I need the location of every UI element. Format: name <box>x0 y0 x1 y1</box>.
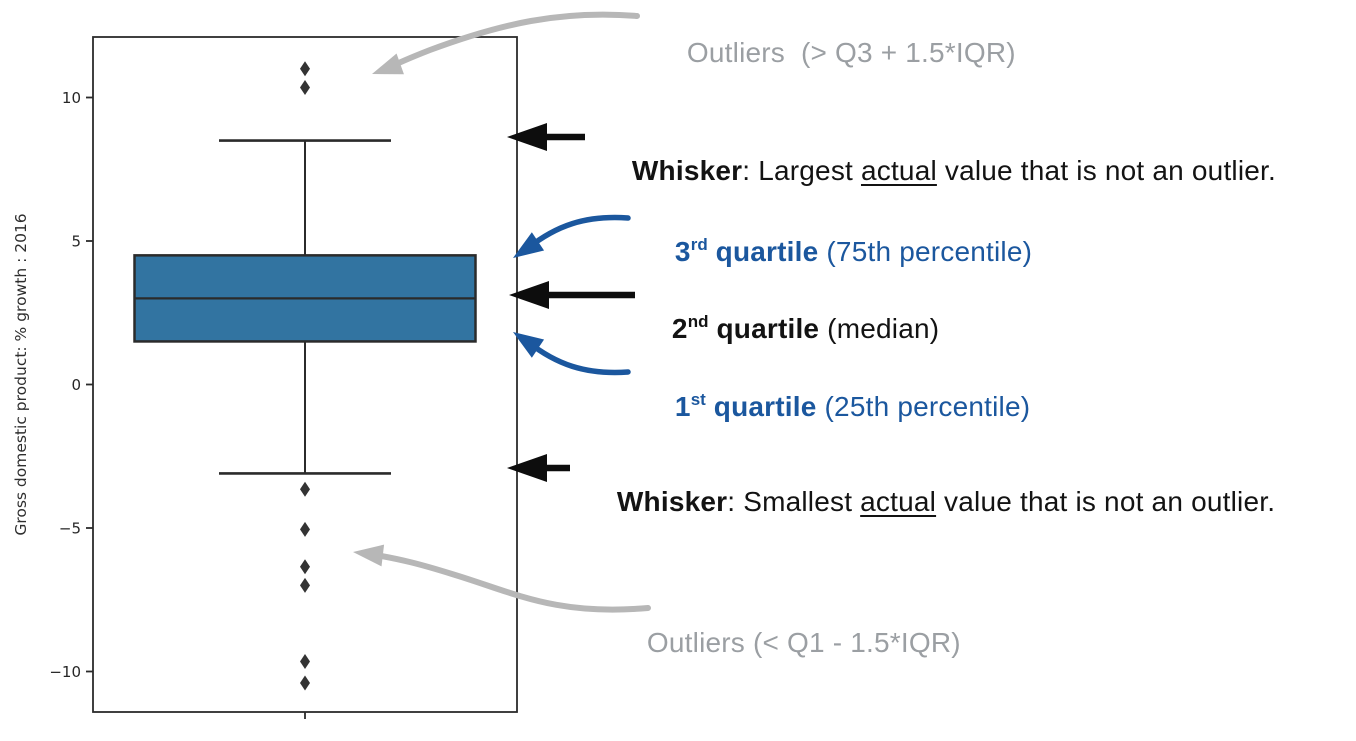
annotation-arrows <box>353 11 651 613</box>
annotation-q3-paren: (75th percentile) <box>818 236 1033 267</box>
plot-area: 10 5 0 −5 −10 Gross domestic product: % growt… <box>12 36 518 719</box>
annotation-whisker-high: Whisker: Largest actual value that is no… <box>600 120 1276 222</box>
annotation-whisker-high-tail: value that is not an outlier. <box>936 155 1277 186</box>
annotation-whisker-low: Whisker: Smallest actual value that is n… <box>585 451 1275 553</box>
outlier-point <box>300 559 310 575</box>
y-tick-label: 5 <box>71 233 81 251</box>
outlier-point <box>300 61 310 77</box>
annotation-q1-ordinal: st <box>690 390 706 409</box>
outlier-point <box>300 577 310 593</box>
annotation-median-ordinal: nd <box>687 312 709 331</box>
outlier-point <box>300 521 310 537</box>
annotation-outliers-low-text: Outliers (< Q1 - 1.5*IQR) <box>646 627 961 658</box>
q1-arrow <box>513 332 631 376</box>
annotation-whisker-low-mid: : Smallest <box>727 486 861 517</box>
whisker-high-arrow <box>507 123 585 151</box>
outlier-point <box>300 653 310 669</box>
annotation-q3-term: 3rd quartile <box>674 235 819 267</box>
y-tick-label: 10 <box>62 89 81 107</box>
annotation-whisker-high-mid: : Largest <box>742 155 861 186</box>
outlier-point <box>300 79 310 95</box>
annotation-whisker-low-term: Whisker <box>616 486 728 517</box>
whisker-low-arrow <box>507 454 570 482</box>
y-tick-label: 0 <box>71 376 81 394</box>
q3-arrow <box>513 214 631 258</box>
y-tick-label: −10 <box>49 663 81 681</box>
annotation-whisker-high-term: Whisker <box>631 155 743 186</box>
annotation-median-paren: (median) <box>819 313 940 344</box>
annotation-whisker-low-underlined: actual <box>860 486 937 517</box>
annotation-whisker-low-tail: value that is not an outlier. <box>936 486 1276 517</box>
annotation-q1-term: 1st quartile <box>674 390 817 422</box>
y-axis-label: Gross domestic product: % growth : 2016 <box>12 213 30 535</box>
annotation-q3-ordinal: rd <box>690 235 708 254</box>
annotation-outliers-high: Outliers (> Q3 + 1.5*IQR) <box>655 2 1016 104</box>
annotation-median-term: 2nd quartile <box>671 312 820 344</box>
outliers-low-arrow <box>353 544 651 613</box>
outlier-point <box>300 675 310 691</box>
annotation-outliers-high-text: Outliers (> Q3 + 1.5*IQR) <box>686 37 1016 68</box>
annotation-median: 2nd quartile (median) <box>640 278 939 384</box>
outlier-point <box>300 481 310 497</box>
y-tick-label: −5 <box>59 520 81 538</box>
annotation-whisker-high-underlined: actual <box>860 155 937 186</box>
median-arrow <box>509 281 635 309</box>
annotation-q1: 1st quartile (25th percentile) <box>643 356 1030 462</box>
annotation-q3: 3rd quartile (75th percentile) <box>643 201 1032 307</box>
outliers-high-arrow <box>372 11 640 75</box>
annotation-q1-paren: (25th percentile) <box>816 391 1031 422</box>
annotation-outliers-low: Outliers (< Q1 - 1.5*IQR) <box>615 592 961 694</box>
